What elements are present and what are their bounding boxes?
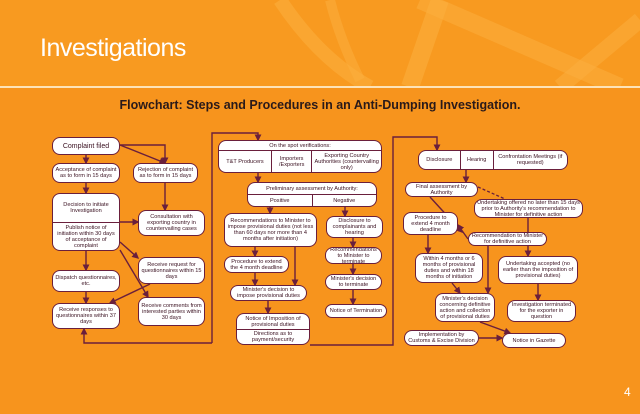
disclosure-text: Disclosure xyxy=(426,157,453,163)
hearing-text: Hearing xyxy=(459,151,493,169)
node-recommendation-definitive: Recommendation to Minister for definitiv… xyxy=(468,232,547,246)
node-undertaking-accepted: Undertaking accepted (no earlier than th… xyxy=(498,256,578,284)
spot-header: On the spot verifications: xyxy=(219,141,381,151)
node-minister-provisional: Minister's decision to impose provisiona… xyxy=(230,285,307,301)
publish-notice-text: Publish notice of initiation within 30 d… xyxy=(57,224,115,249)
node-within-months: Within 4 months or 6 months of provision… xyxy=(415,253,483,283)
spot-importers: Importers /Exporters xyxy=(270,151,311,172)
node-receive-comments: Receive comments from interested parties… xyxy=(138,297,205,326)
notice-imposition-text: Notice of Imposition of provisional duti… xyxy=(237,314,309,330)
node-spot-verifications: On the spot verifications: T&T Producers… xyxy=(218,140,382,173)
node-rejection: Rejection of complaint as to form in 15 … xyxy=(133,163,198,183)
confrontation-text: Confrontation Meetings (if requested) xyxy=(492,151,567,169)
prelim-positive: Positive xyxy=(269,197,290,204)
prelim-header: Preliminary assessment by Authority: xyxy=(248,183,376,195)
node-recs-provisional: Recommendations to Minister to impose pr… xyxy=(224,213,317,247)
node-undertaking-offered: Undertaking offered no later than 15 day… xyxy=(474,199,583,218)
node-acceptance: Acceptance of complaint as to form in 15… xyxy=(52,163,120,183)
node-final-assessment: Final assessment by Authority xyxy=(405,182,478,197)
node-consultation: Consultation with exporting country in c… xyxy=(138,210,205,236)
directions-text: Directions as to payment/security xyxy=(251,331,295,343)
node-notice-gazette: Notice in Gazette xyxy=(502,333,566,348)
node-procedure-extend-2: Procedure to extend 4 month deadline xyxy=(403,212,458,235)
prelim-negative: Negative xyxy=(311,195,377,206)
node-disclosure-complainants: Disclosure to complainants and hearing xyxy=(326,216,383,238)
node-minister-definitive: Minister's decision concerning definitiv… xyxy=(435,293,495,322)
node-decision-initiate: Decision to initiate Investigation Publi… xyxy=(52,193,120,251)
node-notice-termination: Notice of Termination xyxy=(325,304,387,318)
node-complaint-filed: Complaint filed xyxy=(52,137,120,155)
page-number: 4 xyxy=(624,385,631,399)
node-notice-imposition: Notice of Imposition of provisional duti… xyxy=(236,313,310,345)
spot-tt-producers: T&T Producers xyxy=(226,158,264,165)
node-preliminary-assessment: Preliminary assessment by Authority: Pos… xyxy=(247,182,377,207)
page-title: Investigations xyxy=(40,34,186,62)
flowchart-title: Flowchart: Steps and Procedures in an An… xyxy=(119,98,521,112)
node-dispatch: Dispatch questionnaires, etc. xyxy=(52,270,120,292)
node-implementation: Implementation by Customs & Excise Divis… xyxy=(404,330,479,346)
node-receive-responses: Receive responses to questionnaires with… xyxy=(52,303,120,329)
spot-exporting-country: Exporting Country Authorities (counterva… xyxy=(311,151,381,172)
header-banner: Investigations xyxy=(0,0,640,87)
node-recs-terminate: Recommendations to Minister to terminate xyxy=(325,247,382,264)
node-investigation-terminated: Investigation terminated for the exporte… xyxy=(507,300,576,322)
node-minister-terminate: Minister's decision to terminate xyxy=(325,274,382,290)
decorative-arcs xyxy=(274,0,640,87)
decision-initiate-text: Decision to initiate Investigation xyxy=(53,194,119,223)
node-receive-request: Receive request for questionnaires withi… xyxy=(138,257,205,284)
node-procedure-extend-1: Procedure to extend the 4 month deadline xyxy=(224,256,289,273)
header-divider xyxy=(0,86,640,88)
